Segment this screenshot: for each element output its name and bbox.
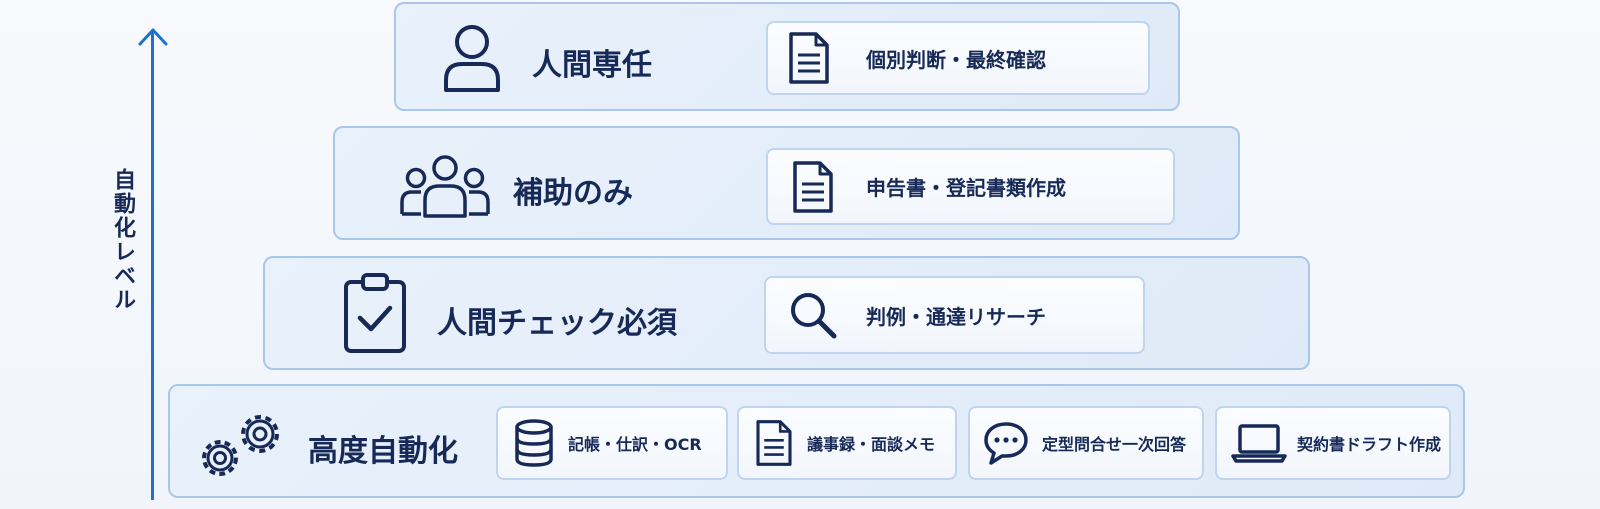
task-label: 記帳・仕訳・OCR (568, 435, 702, 454)
tier-title: 高度自動化 (308, 434, 458, 469)
clipboard-check-icon (344, 273, 406, 353)
axis-arrow-icon (138, 28, 168, 46)
task-card: 契約書ドラフト作成 (1215, 406, 1451, 480)
tier-title: 人間専任 (532, 48, 652, 83)
tier-human-only: 人間専任 個別判断・最終確認 (394, 2, 1180, 111)
group-icon (400, 155, 490, 218)
task-label: 個別判断・最終確認 (866, 47, 1046, 72)
task-card: 定型問合せ一次回答 (968, 406, 1204, 480)
task-card: 判例・通達リサーチ (764, 276, 1145, 354)
task-card: 申告書・登記書類作成 (766, 148, 1175, 225)
document-icon (793, 160, 833, 213)
tier-high-automation: 高度自動化 記帳・仕訳・OCR 議事録・面談メモ 定型問合せ一次回答 (168, 384, 1465, 498)
document-icon (756, 420, 792, 466)
task-card: 議事録・面談メモ (737, 406, 957, 480)
database-icon (515, 419, 553, 467)
axis-line (151, 30, 154, 500)
search-icon (791, 293, 837, 339)
task-label: 申告書・登記書類作成 (866, 176, 1066, 200)
tier-title: 補助のみ (513, 176, 633, 211)
tier-human-check: 人間チェック必須 判例・通達リサーチ (263, 256, 1310, 370)
chat-icon (984, 422, 1028, 465)
laptop-icon (1231, 424, 1287, 463)
person-icon (444, 25, 500, 92)
task-card: 記帳・仕訳・OCR (496, 406, 728, 480)
document-icon (789, 32, 829, 84)
gears-icon (202, 415, 279, 476)
tier-assist-only: 補助のみ 申告書・登記書類作成 (333, 126, 1240, 240)
task-card: 個別判断・最終確認 (766, 21, 1150, 95)
task-label: 定型問合せ一次回答 (1042, 435, 1187, 454)
task-label: 議事録・面談メモ (807, 435, 936, 454)
axis-label: 自動化レベル (110, 168, 135, 312)
task-label: 判例・通達リサーチ (866, 304, 1046, 329)
tier-title: 人間チェック必須 (437, 306, 677, 341)
task-label: 契約書ドラフト作成 (1297, 435, 1442, 454)
